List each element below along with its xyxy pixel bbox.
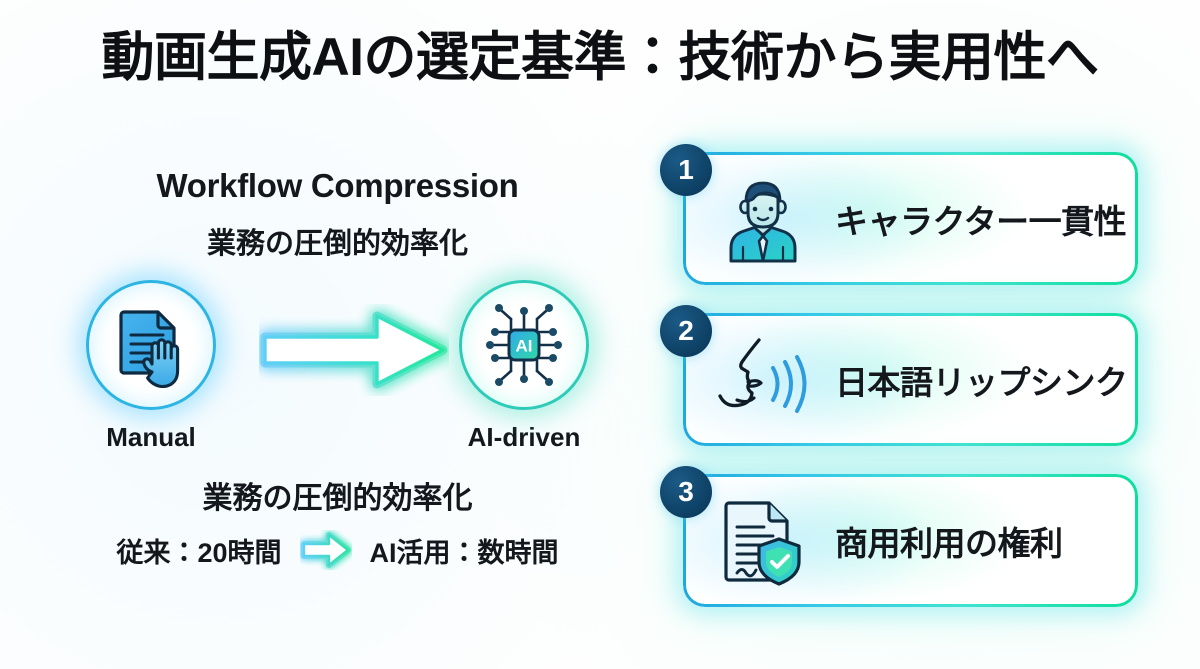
ai-icon-ring: AI <box>459 280 589 410</box>
page-title: 動画生成AIの選定基準：技術から実用性へ <box>101 28 1100 87</box>
manual-icon-ring <box>86 280 216 410</box>
arrow-right-small-icon <box>300 530 352 570</box>
speaking-face-icon <box>713 330 813 430</box>
metrics-row: 従来：20時間 <box>25 530 650 570</box>
workflow-flow-diagram: Manual <box>25 280 650 470</box>
workflow-heading-ja: 業務の圧倒的効率化 <box>206 228 468 260</box>
metric-after: AI活用：数時間 <box>369 537 559 568</box>
feature-card-3-badge: 3 <box>660 466 712 518</box>
feature-card-2-badge: 2 <box>660 305 712 357</box>
document-shield-check-icon <box>713 491 813 591</box>
feature-card-1-badge: 1 <box>660 144 712 196</box>
person-avatar-icon <box>713 169 813 269</box>
flow-node-ai: AI AI-driven <box>450 280 598 453</box>
feature-card-list: キャラクター一貫性 1 <box>660 140 1160 632</box>
flow-node-manual: Manual <box>77 280 225 453</box>
feature-card-3-label: 商用利用の権利 <box>835 524 1063 562</box>
feature-card-2-label: 日本語リップシンク <box>835 363 1128 401</box>
feature-card-2[interactable]: 日本語リップシンク <box>683 313 1138 446</box>
flow-arrow <box>259 304 449 396</box>
arrow-right-icon <box>259 311 449 400</box>
feature-card-1[interactable]: キャラクター一貫性 <box>683 152 1138 285</box>
flow-node-ai-label: AI-driven <box>467 422 581 452</box>
svg-text:AI: AI <box>516 337 533 356</box>
workflow-panel: Workflow Compression 業務の圧倒的効率化 <box>25 155 650 625</box>
flow-node-manual-label: Manual <box>106 422 196 452</box>
feature-card-3[interactable]: 商用利用の権利 <box>683 474 1138 607</box>
metric-before: 従来：20時間 <box>116 537 282 568</box>
result-heading: 業務の圧倒的効率化 <box>202 482 473 515</box>
feature-card-1-label: キャラクター一貫性 <box>835 202 1127 240</box>
workflow-heading-en: Workflow Compression <box>156 167 519 204</box>
